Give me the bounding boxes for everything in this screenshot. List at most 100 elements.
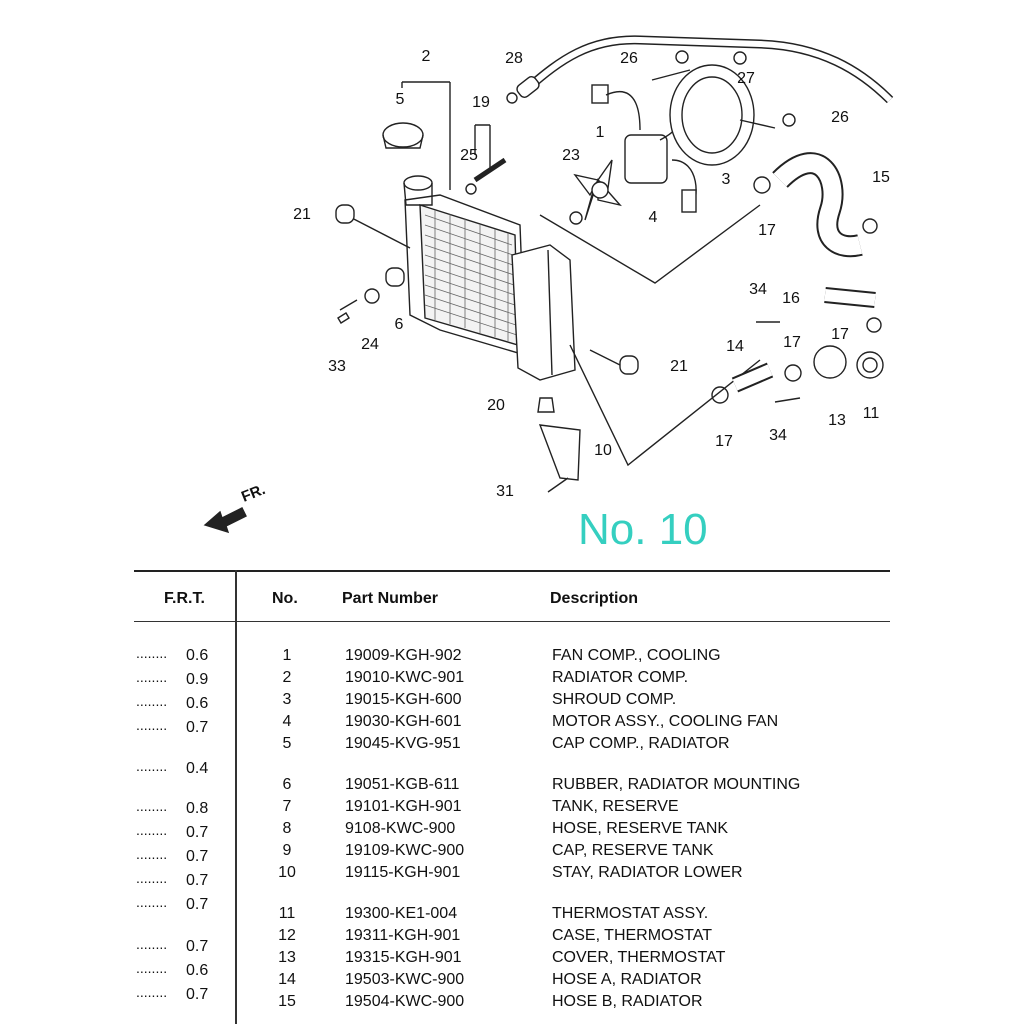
callout-27: 27 [737,70,755,87]
callout-16: 16 [782,290,800,307]
part-no: 12 [278,927,296,944]
callout-13: 13 [828,412,846,429]
frt-value: 0.7 [186,824,209,841]
diagram-artwork [203,35,894,534]
frt-value: 0.7 [186,896,209,913]
header-part-number: Part Number [342,590,439,607]
part-number: 19101-KGH-901 [345,798,462,815]
part-description: TANK, RESERVE [552,798,679,815]
header-no: No. [272,590,298,607]
callout-28: 28 [505,50,523,67]
callout-21-left: 21 [293,206,311,223]
frt-value: 0.6 [186,962,209,979]
part-no: 6 [282,776,292,793]
part-number: 19051-KGB-611 [345,776,460,793]
part-description: HOSE, RESERVE TANK [552,820,729,837]
frt-leader-dots: ........ [136,693,168,709]
frt-value: 0.4 [186,760,209,777]
frt-leader-dots: ........ [136,798,168,814]
page-label: No. 10 [578,505,708,554]
part-description: THERMOSTAT ASSY. [552,905,709,922]
callout-26-top: 26 [620,50,638,67]
callout-6: 6 [394,316,404,333]
callout-15: 14 [726,338,744,355]
part-no: 7 [282,798,292,815]
callout-24: 24 [361,336,379,353]
header-frt: F.R.T. [164,590,205,607]
frt-leader-dots: ........ [136,645,168,661]
part-number: 19010-KWC-901 [345,669,465,686]
frt-leader-dots: ........ [136,870,168,886]
part-no: 9 [282,842,292,859]
part-description: RADIATOR COMP. [552,669,689,686]
part-number: 19015-KGH-600 [345,691,462,708]
part-number: 19315-KGH-901 [345,949,462,966]
callout-11: 11 [862,405,880,422]
part-description: CAP COMP., RADIATOR [552,735,730,752]
header-description: Description [550,590,639,607]
callout-25: 25 [460,147,478,164]
part-no: 10 [278,864,296,881]
part-description: CASE, THERMOSTAT [552,927,713,944]
callout-17-a: 17 [758,222,776,239]
part-description: COVER, THERMOSTAT [552,949,726,966]
part-number: 19109-KWC-900 [345,842,465,859]
callout-3: 3 [721,171,731,188]
frt-value: 0.7 [186,719,209,736]
part-number: 19009-KGH-902 [345,647,462,664]
table-column-divider [235,570,237,1024]
callout-23: 23 [562,147,580,164]
frt-leader-dots: ........ [136,960,168,976]
part-no: 11 [278,905,296,922]
frt-leader-dots: ........ [136,936,168,952]
frt-value: 0.6 [186,647,209,664]
callout-4: 4 [648,209,658,226]
callout-31: 31 [496,483,514,500]
callout-17-d: 17 [715,433,733,450]
callout-5: 5 [395,91,405,108]
part-number: 9108-KWC-900 [345,820,456,837]
callout-20: 20 [487,397,505,414]
part-description: MOTOR ASSY., COOLING FAN [552,713,779,730]
part-number: 19045-KVG-951 [345,735,461,752]
frt-leader-dots: ........ [136,717,168,733]
part-number: 19311-KGH-901 [345,927,461,944]
frt-leader-dots: ........ [136,669,168,685]
part-number: 19503-KWC-900 [345,971,465,988]
callout-34-bottom: 34 [769,427,787,444]
part-no: 5 [282,735,292,752]
part-description: FAN COMP., COOLING [552,647,721,664]
frt-leader-dots: ........ [136,822,168,838]
parts-table: F.R.T. No. Part Number Description .....… [134,570,890,1024]
callout-17-b: 17 [831,326,849,343]
frt-value: 0.7 [186,986,209,1003]
frt-value: 0.7 [186,938,209,955]
part-no: 3 [282,691,292,708]
table-top-rule [134,570,890,572]
callout-33: 33 [328,358,346,375]
part-no: 8 [282,820,292,837]
callout-26-right: 26 [831,109,849,126]
part-description: RUBBER, RADIATOR MOUNTING [552,776,801,793]
frt-value: 0.7 [186,872,209,889]
part-no: 15 [278,993,296,1010]
frt-value: 0.7 [186,848,209,865]
part-description: STAY, RADIATOR LOWER [552,864,743,881]
frt-leader-dots: ........ [136,984,168,1000]
part-description: HOSE B, RADIATOR [552,993,703,1010]
part-no: 4 [282,713,292,730]
frt-leader-dots: ........ [136,846,168,862]
part-number: 19504-KWC-900 [345,993,465,1010]
frt-value: 0.8 [186,800,209,817]
callout-2: 2 [421,48,431,65]
frt-leader-dots: ........ [136,758,168,774]
table-header-rule [134,621,890,622]
frt-leader-dots: ........ [136,894,168,910]
part-no: 2 [282,669,292,686]
part-number: 19300-KE1-004 [345,905,458,922]
callout-19: 19 [472,94,490,111]
callout-1: 1 [595,124,605,141]
part-description: HOSE A, RADIATOR [552,971,702,988]
part-no: 13 [278,949,296,966]
callout-21-right: 21 [670,358,688,375]
